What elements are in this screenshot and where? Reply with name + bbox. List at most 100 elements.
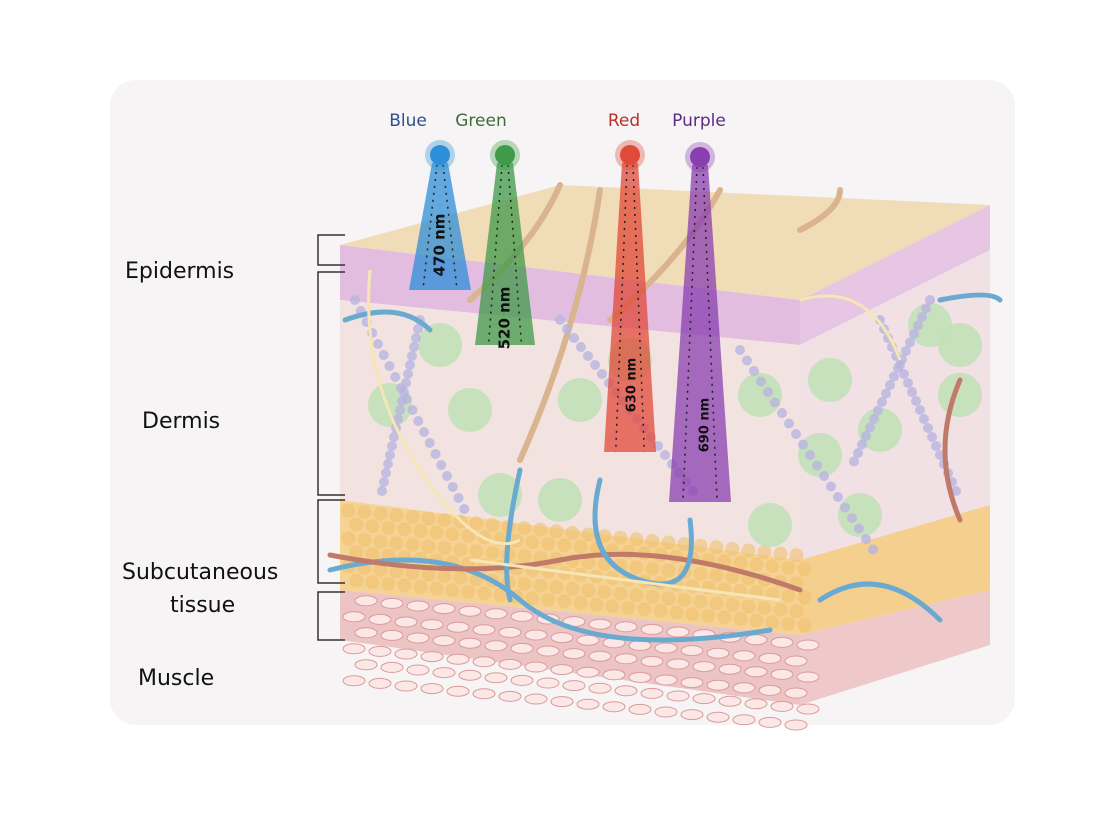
collagen-bead — [777, 408, 787, 418]
collagen-bead — [749, 366, 759, 376]
fat-cell — [693, 566, 708, 581]
muscle-fiber — [524, 629, 548, 641]
fat-cell — [725, 597, 740, 612]
blood-vessel — [592, 477, 694, 587]
muscle-fiber — [510, 610, 534, 622]
nerve-fiber — [799, 294, 902, 361]
muscle-fiber — [628, 671, 652, 683]
fat-cell — [725, 569, 740, 584]
muscle-fiber — [420, 619, 444, 631]
muscle-fiber — [770, 668, 794, 680]
fat-cell — [437, 569, 452, 584]
beam-dotted-line — [632, 164, 646, 453]
collagen-bead — [389, 432, 399, 442]
collagen-bead — [395, 405, 405, 415]
beam-title-purple: Purple — [672, 111, 726, 131]
blood-vessel — [327, 557, 773, 643]
fat-cell — [693, 538, 708, 553]
collagen-bead — [393, 414, 403, 424]
nerve-fiber — [469, 558, 781, 602]
muscle-fiber — [706, 679, 730, 691]
collagen-bead — [436, 460, 447, 470]
collagen-bead — [849, 456, 859, 467]
fat-cell — [797, 590, 812, 605]
fat-cell — [765, 559, 780, 574]
fat-cell — [653, 603, 668, 618]
collagen-bead — [791, 429, 801, 439]
muscle-fiber — [666, 658, 690, 670]
fat-cell — [533, 522, 548, 537]
muscle-fiber — [342, 675, 366, 687]
fat-cell — [525, 591, 540, 606]
fat-cell — [429, 525, 444, 540]
muscle-fiber — [576, 698, 600, 710]
fat-cell — [549, 580, 564, 595]
muscle-fiber — [394, 616, 418, 628]
muscle-fiber — [432, 603, 456, 615]
dermal-cell — [538, 478, 582, 522]
blood-vessel — [327, 551, 803, 593]
fat-cell — [661, 591, 676, 606]
muscle-fiber — [562, 680, 586, 692]
muscle-fiber — [406, 664, 430, 676]
collagen-bead — [901, 346, 911, 356]
fat-cell — [717, 610, 732, 625]
muscle-fiber — [666, 690, 690, 702]
collagen-bead — [903, 378, 913, 388]
fat-cell — [741, 599, 756, 614]
collagen-bead — [861, 431, 871, 441]
collagen-bead — [407, 405, 418, 415]
dermal-cell — [748, 503, 792, 547]
muscle-fiber — [640, 623, 664, 635]
fat-cell — [581, 555, 596, 570]
fat-cell — [365, 519, 380, 534]
muscle-fiber — [550, 664, 574, 676]
fat-cell — [365, 575, 380, 590]
muscle-fiber — [458, 605, 482, 617]
fat-cell — [749, 557, 764, 572]
fat-cell — [437, 513, 452, 528]
wavelength-label-red: 630 nm — [625, 358, 640, 412]
led-source-icon — [430, 145, 450, 165]
muscle-fiber — [550, 696, 574, 708]
collagen-bead — [424, 438, 435, 448]
collagen-bead — [873, 405, 883, 416]
fat-cell — [541, 536, 556, 551]
fat-cell — [365, 547, 380, 562]
dermal-cell — [838, 493, 882, 537]
fat-cell — [525, 535, 540, 550]
collagen-bead — [742, 355, 752, 366]
collagen-bead — [562, 324, 572, 334]
muscle-fiber — [614, 685, 638, 697]
fat-cell — [373, 534, 388, 549]
collagen-bead — [812, 460, 822, 471]
fat-cell — [645, 561, 660, 576]
collagen-bead — [378, 350, 389, 360]
collagen-bead — [907, 387, 917, 397]
collagen-bead — [857, 439, 867, 450]
muscle-fiber — [458, 669, 482, 681]
collagen-bead — [921, 303, 931, 314]
muscle-fiber — [498, 658, 522, 670]
fat-cell — [373, 506, 388, 521]
muscle-fiber — [380, 661, 404, 673]
light-beam-red: 630 nm — [604, 140, 656, 453]
collagen-bead — [927, 432, 937, 442]
dermal-cell — [798, 433, 842, 477]
fat-cell — [709, 568, 724, 583]
fat-cell — [629, 588, 644, 603]
collagen-bead — [373, 339, 383, 349]
wavelength-label-green: 520 nm — [496, 287, 514, 350]
fat-cell — [517, 549, 532, 564]
fat-cell — [349, 545, 364, 560]
fat-cell — [765, 615, 780, 630]
muscle-fiber — [718, 695, 742, 707]
muscle-fiber — [744, 634, 768, 646]
collagen-bead — [350, 295, 360, 305]
fat-cell — [453, 542, 468, 557]
muscle-fiber — [354, 659, 378, 671]
fat-cell — [413, 579, 428, 594]
collagen-bead — [397, 396, 407, 406]
fat-cell — [677, 593, 692, 608]
collagen-bead — [909, 329, 919, 339]
